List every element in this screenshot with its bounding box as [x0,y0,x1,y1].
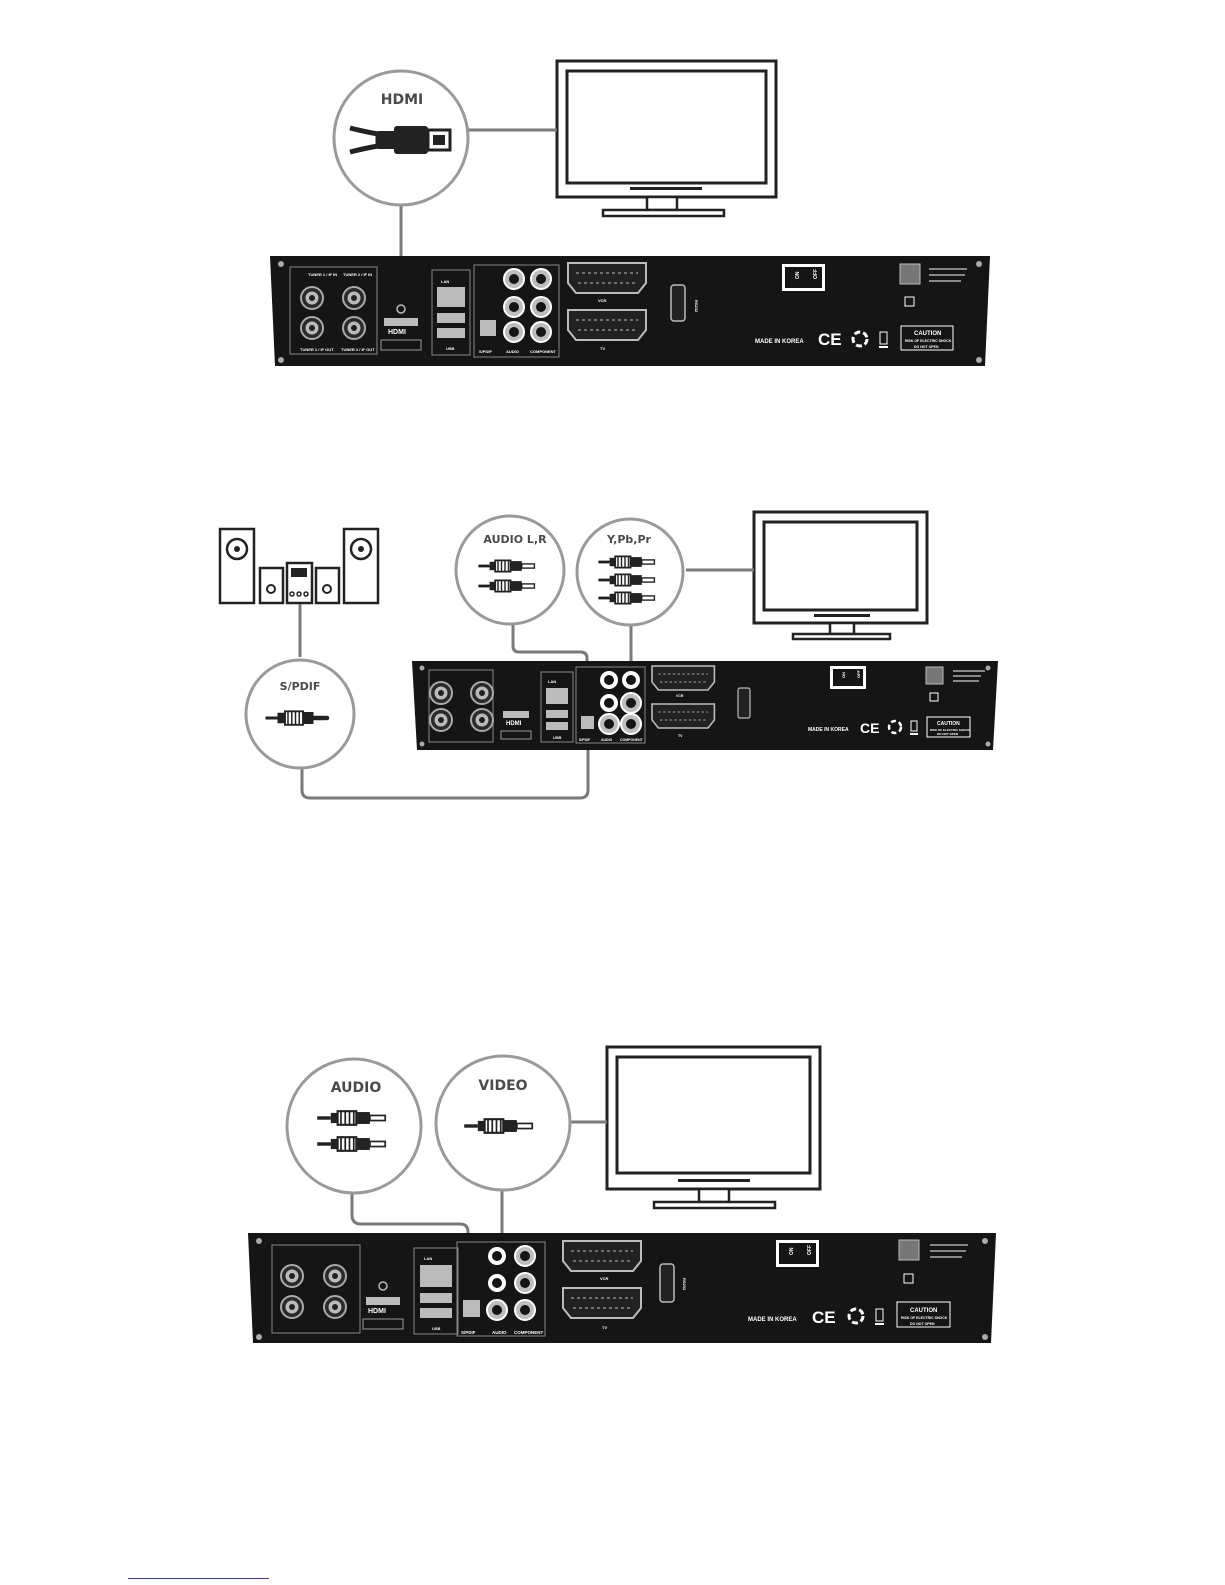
panel-label: S/PDIF [579,738,591,742]
diagram-hdmi: HDMI TUNER 1 / IF IN TUNER 2 / IF IN TUN… [270,59,990,366]
panel-label: VCR [600,1276,609,1281]
speaker-system-icon [218,527,380,605]
weee-bin-icon [910,720,918,735]
panel-label: ON [795,271,801,279]
panel-label: VCR [676,694,684,698]
panel-label: DO NOT OPEN [910,1322,935,1326]
panel-label: ON [789,1247,795,1255]
panel-label: MADE IN KOREA [808,727,849,733]
panel-label: RISK OF ELECTRIC SHOCK [901,1316,948,1320]
panel-label: LAN [424,1256,432,1261]
callout-spdif: S/PDIF [244,658,356,770]
diagram-analog: AUDIO L,R Y,Pb,Pr S/PDIF HDMI [218,510,998,800]
recycle-icon [887,719,903,735]
panel-label: OFF [813,269,819,279]
panel-label: VCR [598,298,607,303]
panel-label: DO NOT OPEN [937,732,958,736]
panel-label: TUNER 1 / IF OUT [300,347,334,352]
callout-label: S/PDIF [280,680,321,693]
panel-label: LAN [441,279,449,284]
callout-label: VIDEO [478,1078,527,1094]
caution-label: CAUTION [914,331,941,337]
panel-label: TV [602,1325,607,1330]
panel-label: AUDIO [492,1330,507,1335]
panel-label: USB [432,1326,441,1331]
panel-label: HDMI [368,1308,386,1315]
cable-line [511,624,589,683]
callout-label: Y,Pb,Pr [606,533,652,546]
panel-label: TUNER 2 / IF IN [343,272,372,277]
panel-label: TUNER 2 / IF OUT [341,347,375,352]
panel-label: RS232 [694,300,699,313]
panel-label: COMPONENT [514,1330,544,1335]
callout-label: AUDIO [331,1080,382,1096]
callout-video: VIDEO [434,1054,572,1192]
panel-label: HDMI [388,329,406,336]
weee-bin-icon [879,331,888,348]
panel-label: TV [678,734,683,738]
recycle-icon [847,1307,865,1325]
tv-icon [605,1045,822,1210]
panel-label: RISK OF ELECTRIC SHOCK [930,728,971,732]
recycle-icon [851,330,869,348]
callout-label: AUDIO L,R [483,533,547,546]
callout-audio: AUDIO [285,1057,423,1195]
panel-label: TUNER 1 / IF IN [308,272,337,277]
panel-label: S/PDIF [479,349,492,354]
panel-label: RISK OF ELECTRIC SHOCK [905,339,952,343]
tv-icon [752,510,929,641]
callout-label: HDMI [381,92,423,108]
ce-mark: CE [860,720,879,736]
panel-label: LAN [548,679,556,684]
panel-label: S/PDIF [461,1330,476,1335]
callout-ypbpr: Y,Pb,Pr [575,517,685,627]
callout-audio-lr: AUDIO L,R [454,514,566,626]
panel-label: COMPONENT [530,349,557,354]
panel-label: AUDIO [506,349,519,354]
panel-label: OFF [856,669,861,678]
tv-icon [555,59,778,218]
footnote-rule [128,1578,269,1579]
panel-label: HDMI [506,721,522,727]
panel-label: DO NOT OPEN [914,345,939,349]
weee-bin-icon [875,1308,884,1325]
callout-hdmi: HDMI [332,69,470,207]
panel-label: AUDIO [601,738,613,742]
caution-label: CAUTION [937,721,960,727]
ce-mark: CE [812,1308,836,1327]
caution-label: CAUTION [910,1308,937,1314]
cable-line [300,715,590,800]
panel-label: COMPONENT [620,738,644,742]
panel-label: MADE IN KOREA [755,339,804,345]
panel-label: OFF [807,1245,813,1255]
panel-label: ON [841,672,846,678]
receiver-back-panel: TUNER 1 / IF IN TUNER 2 / IF IN TUNER 1 … [270,256,990,366]
panel-label: USB [553,735,562,740]
receiver-back-panel: HDMI LAN USB S/PDIF AUDIO COMPONENT VCR … [248,1233,996,1343]
diagram-composite: AUDIO VIDEO HDMI LAN USB [248,1045,996,1343]
panel-label: TV [600,346,605,351]
panel-label: MADE IN KOREA [748,1317,797,1323]
receiver-back-panel: HDMI LAN USB S/PDIF AUDIO COMPONENT VCR … [412,661,998,750]
ce-mark: CE [818,330,842,349]
panel-label: RS232 [682,1278,687,1291]
panel-label: USB [446,346,455,351]
